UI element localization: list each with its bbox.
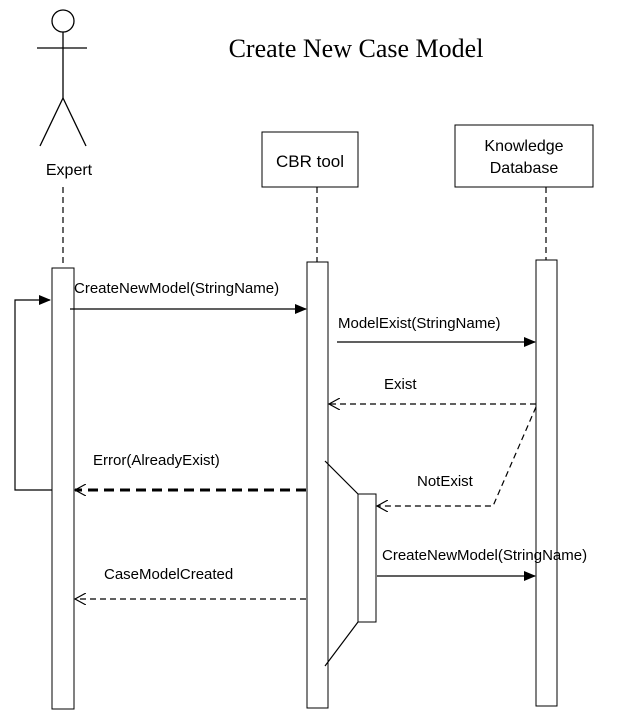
expert-self-loop — [14, 295, 52, 491]
message-case-model-created-label: CaseModelCreated — [104, 566, 233, 583]
nested-activation-bar — [357, 493, 377, 623]
knowledge-database-label-line2: Database — [490, 160, 559, 177]
cbr-tool-box — [261, 131, 359, 188]
cbr-tool-label: CBR tool — [276, 152, 344, 171]
branch-connector-top — [324, 460, 359, 495]
message-exist-label: Exist — [384, 376, 417, 393]
expert-label: Expert — [46, 162, 93, 179]
expert-activation-bar — [51, 267, 75, 710]
message-create-new-model-1-label: CreateNewModel(StringName) — [74, 280, 279, 297]
branch-connector-bottom — [324, 621, 359, 667]
message-create-new-model-2-label: CreateNewModel(StringName) — [382, 547, 587, 564]
knowledge-database-label-line1: Knowledge — [484, 138, 563, 155]
message-not-exist-label: NotExist — [417, 473, 474, 490]
message-error-already-exist-label: Error(AlreadyExist) — [93, 452, 220, 469]
cbr-tool-activation-bar — [306, 261, 329, 709]
message-not-exist-arrow — [377, 406, 537, 506]
knowledge-database-box — [454, 124, 594, 188]
expert-actor-icon — [37, 9, 87, 147]
message-model-exist-label: ModelExist(StringName) — [338, 315, 501, 332]
diagram-title: Create New Case Model — [229, 34, 484, 63]
knowledge-database-activation-bar — [535, 259, 558, 707]
